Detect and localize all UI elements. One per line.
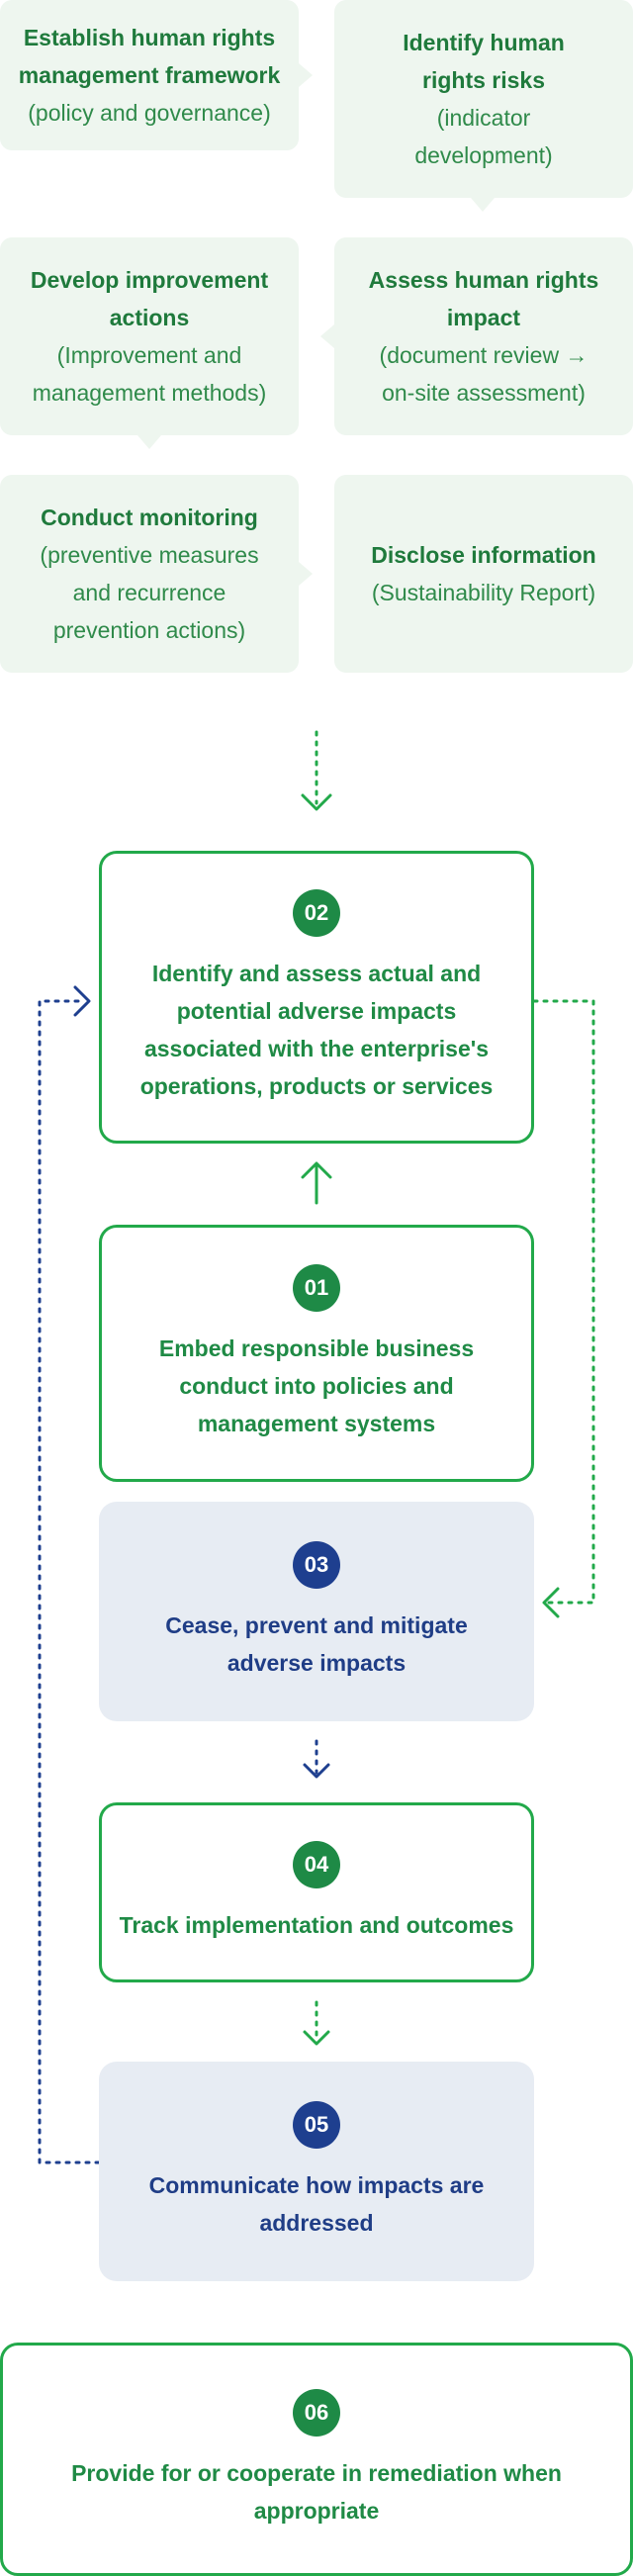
process-subtitle: (policy and governance)	[28, 100, 271, 126]
process-card-assess-impact: Assess human rights impact (document rev…	[334, 237, 633, 435]
process-card-framework: Establish human rights management framew…	[0, 0, 299, 150]
arrow-head	[303, 2030, 330, 2046]
step-text: Track implementation and outcomes	[119, 1912, 514, 1938]
process-subtitle: (Improvement and management methods)	[32, 342, 267, 406]
process-title: Conduct monitoring	[41, 505, 258, 530]
process-card-improvement-actions: Develop improvement actions (Improvement…	[0, 237, 299, 435]
step-text: Embed responsible business conduct into …	[158, 1335, 475, 1436]
step-06-remediation: 06 Provide for or cooperate in remediati…	[0, 2343, 633, 2576]
process-arrow-left	[320, 324, 334, 348]
process-arrow-right	[299, 63, 313, 87]
process-arrow-right	[299, 562, 313, 586]
dotted-loop-02-to-03	[532, 999, 595, 1605]
process-subtitle: (indicator development)	[414, 105, 553, 168]
step-number-badge: 03	[293, 1541, 340, 1589]
step-text: Identify and assess actual and potential…	[139, 961, 494, 1099]
arrow-head	[73, 985, 91, 1017]
arrow-head	[301, 1161, 332, 1179]
process-card-identify-risks: Identify human rights risks (indicator d…	[334, 0, 633, 198]
process-card-monitoring: Conduct monitoring (preventive measures …	[0, 475, 299, 673]
step-number-badge: 02	[293, 889, 340, 937]
process-arrow-down	[471, 198, 495, 212]
step-text: Cease, prevent and mitigate adverse impa…	[165, 1612, 468, 1676]
step-01-embed-conduct: 01 Embed responsible business conduct in…	[99, 1225, 534, 1482]
step-02-identify-assess: 02 Identify and assess actual and potent…	[99, 851, 534, 1144]
step-04-track: 04 Track implementation and outcomes	[99, 1802, 534, 1982]
dotted-loop-05-to-02	[38, 999, 101, 2164]
arrow-head	[301, 793, 332, 811]
step-05-communicate: 05 Communicate how impacts are addressed	[99, 2062, 534, 2281]
process-title: Establish human rights management framew…	[18, 25, 281, 88]
arrow-head	[542, 1587, 560, 1618]
process-title: Disclose information	[371, 542, 596, 568]
process-title: Develop improvement actions	[30, 267, 269, 330]
step-number-badge: 04	[293, 1841, 340, 1888]
process-subtitle: (Sustainability Report)	[371, 580, 596, 605]
process-title: Identify human rights risks	[403, 30, 565, 93]
process-subtitle: (preventive measures and recurrence prev…	[40, 542, 259, 643]
step-number-badge: 01	[293, 1264, 340, 1312]
process-title: Assess human rights impact	[368, 267, 599, 330]
step-03-cease-prevent: 03 Cease, prevent and mitigate adverse i…	[99, 1502, 534, 1721]
step-number-badge: 05	[293, 2101, 340, 2149]
process-arrow-down	[137, 435, 161, 449]
step-text: Provide for or cooperate in remediation …	[71, 2460, 562, 2524]
process-card-disclose: Disclose information (Sustainability Rep…	[334, 475, 633, 673]
process-subtitle: (document review → on-site assessment)	[379, 342, 588, 406]
step-text: Communicate how impacts are addressed	[148, 2172, 485, 2236]
arrow-head	[303, 1763, 330, 1779]
step-number-badge: 06	[293, 2389, 340, 2437]
